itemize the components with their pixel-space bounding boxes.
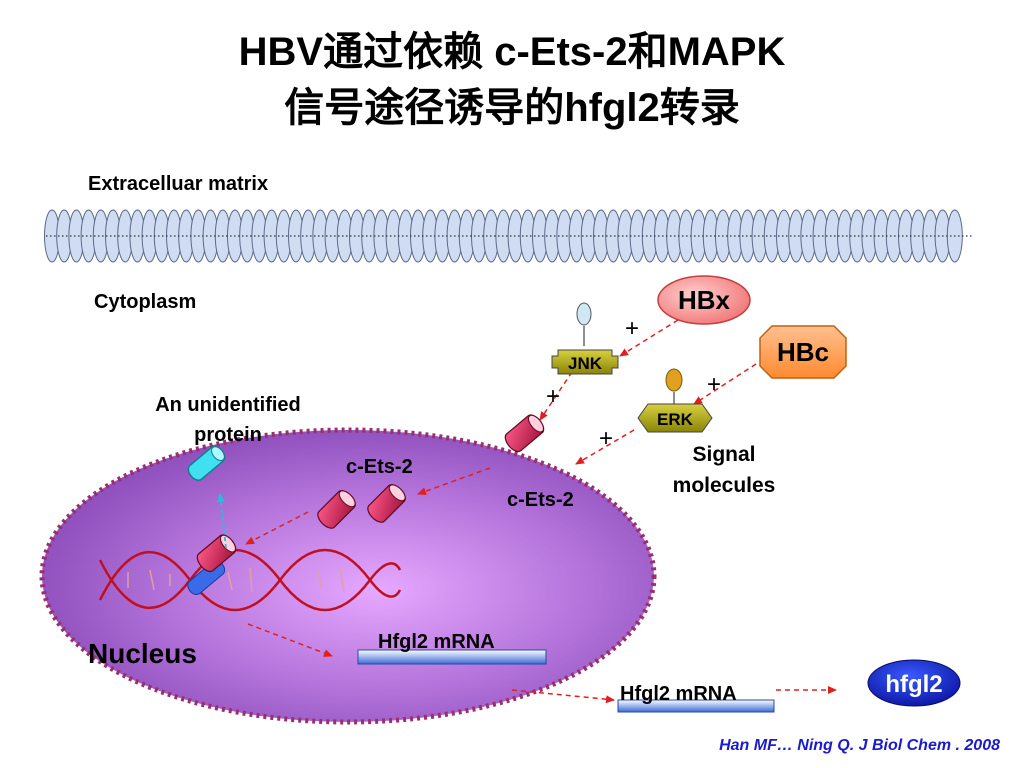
plus-sign-hbc-erk: +: [707, 371, 721, 398]
signal-molecules-label-1: Signal: [692, 443, 756, 466]
signal-molecules-label-2: molecules: [672, 474, 776, 497]
nucleus-shape: [39, 427, 657, 725]
cets2-shape-membrane: [504, 414, 545, 453]
jnk-node: [551, 302, 619, 375]
title-line-2: 信号途径诱导的hfgl2转录: [284, 86, 740, 130]
title-line-1: HBV通过依赖 c-Ets-2和MAPK: [238, 30, 786, 74]
dna-helix: [98, 548, 402, 612]
mrna-outer-label: Hfgl2 mRNA: [620, 683, 737, 705]
hbc-node-shape: [759, 325, 847, 379]
citation: Han MF… Ning Q. J Biol Chem . 2008: [719, 737, 1000, 754]
unidentified-protein-label-1: An unidentified: [155, 394, 301, 416]
unidentified-protein-shape: [187, 445, 226, 481]
extracellular-matrix-label: Extracelluar matrix: [88, 173, 269, 195]
hfgl2-label: hfgl2: [885, 671, 942, 698]
cets2-outer-label: c-Ets-2: [507, 489, 574, 511]
jnk-label: JNK: [568, 354, 603, 373]
erk-label: ERK: [657, 410, 694, 429]
hbc-label: HBc: [777, 337, 829, 367]
hbx-node-shape: [657, 275, 751, 325]
plus-sign-erk-cets: +: [599, 425, 613, 452]
signal-arrows: [245, 319, 837, 704]
hfgl2-node-shape: [867, 659, 961, 707]
erk-node: [637, 368, 713, 433]
hbx-label: HBx: [678, 285, 731, 315]
cell-membrane: [44, 209, 972, 263]
nucleus-label: Nucleus: [88, 638, 197, 669]
mrna-bar-inner: [357, 649, 547, 665]
unidentified-protein-label-2: protein: [194, 424, 262, 446]
cyan-arrow: [216, 493, 227, 549]
plus-sign-jnk-cets: +: [546, 383, 560, 410]
plus-sign-hbx-jnk: +: [625, 315, 639, 342]
cets2-shape-inner-2: [367, 484, 406, 523]
cytoplasm-label: Cytoplasm: [94, 291, 197, 313]
cets2-inner-label: c-Ets-2: [346, 456, 413, 478]
mrna-inner-label: Hfgl2 mRNA: [378, 631, 495, 653]
cets2-shape-inner-1: [317, 490, 356, 529]
mrna-bar-outer: [617, 699, 775, 713]
